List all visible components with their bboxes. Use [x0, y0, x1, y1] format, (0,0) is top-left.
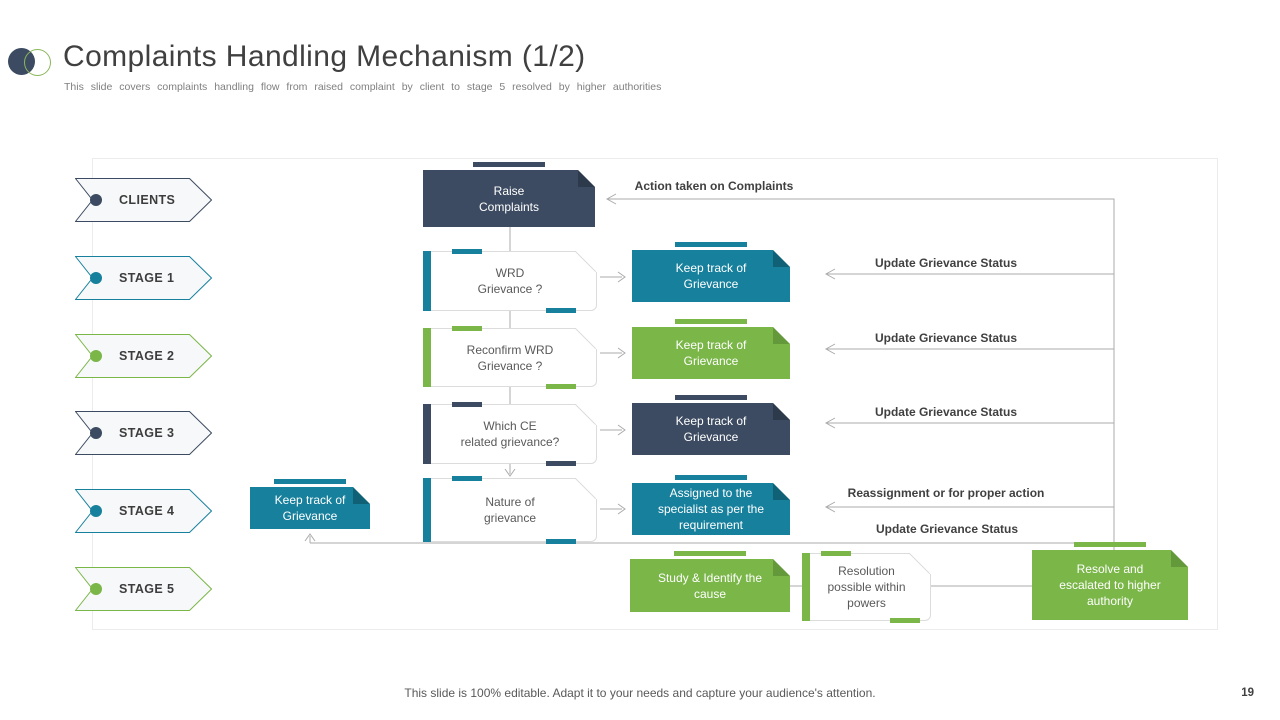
box-label: Keep track of Grievance	[675, 261, 747, 291]
box-label: WRD Grievance ?	[477, 266, 543, 296]
ribbon-stage-2: STAGE 2	[75, 334, 212, 378]
ribbon-label: STAGE 4	[119, 504, 175, 518]
study-identify-cause-box: Study & Identify the cause	[630, 551, 790, 612]
ribbon-dot	[90, 505, 102, 517]
folded-corner	[773, 250, 790, 267]
label-reassignment: Reassignment or for proper action	[847, 486, 1045, 500]
ribbon-stage-5: STAGE 5	[75, 567, 212, 611]
ribbon-dot	[90, 350, 102, 362]
box-label: Keep track of Grievance	[274, 493, 346, 523]
which-ce-grievance-box: Which CE related grievance?	[423, 402, 597, 466]
company-logo	[8, 47, 54, 77]
box-top-tab	[1074, 542, 1146, 547]
resolution-possible-box: Resolution possible within powers	[802, 551, 931, 623]
keep-track-box-stage4: Keep track of Grievance	[250, 479, 370, 529]
page-subtitle: This slide covers complaints handling fl…	[64, 81, 662, 93]
label-update-status-2: Update Grievance Status	[874, 331, 1018, 345]
box-accent-dash	[452, 249, 482, 254]
box-top-tab	[674, 551, 746, 556]
assigned-specialist-box: Assigned to the specialist as per the re…	[632, 475, 790, 535]
folded-corner	[353, 487, 370, 504]
diagram-panel	[92, 158, 1218, 630]
wrd-grievance-box: WRD Grievance ?	[423, 249, 597, 313]
box-accent-dash	[546, 539, 576, 544]
box-label: Reconfirm WRD Grievance ?	[466, 342, 554, 373]
ribbon-label: CLIENTS	[119, 193, 176, 207]
ribbon-label: STAGE 1	[119, 271, 175, 285]
box-accent-bar	[423, 251, 431, 311]
box-accent-dash	[452, 326, 482, 331]
ribbon-dot	[90, 272, 102, 284]
folded-corner	[578, 170, 595, 187]
box-accent-dash	[546, 308, 576, 313]
folded-corner	[773, 559, 790, 576]
ribbon-dot	[90, 583, 102, 595]
box-accent-dash	[546, 384, 576, 389]
ribbon-stage-4: STAGE 4	[75, 489, 212, 533]
reconfirm-wrd-box: Reconfirm WRD Grievance ?	[423, 326, 597, 389]
ribbon-dot	[90, 427, 102, 439]
box-accent-dash	[890, 618, 920, 623]
raise-complaints-box: Raise Complaints	[423, 162, 595, 227]
folded-corner	[773, 327, 790, 344]
box-top-tab	[675, 395, 747, 400]
ribbon-stage-3: STAGE 3	[75, 411, 212, 455]
folded-corner	[773, 403, 790, 420]
keep-track-box-stage3: Keep track of Grievance	[632, 395, 790, 455]
box-top-tab	[675, 319, 747, 324]
folded-corner	[773, 483, 790, 500]
folded-corner	[1171, 550, 1188, 567]
label-update-status-4: Update Grievance Status	[875, 522, 1019, 536]
ribbon-label: STAGE 2	[119, 349, 175, 363]
box-accent-bar	[802, 553, 810, 621]
box-accent-bar	[423, 404, 431, 464]
box-label: Keep track of Grievance	[675, 414, 747, 444]
ribbon-label: STAGE 3	[119, 426, 175, 440]
ribbon-stage-1: STAGE 1	[75, 256, 212, 300]
box-top-tab	[473, 162, 545, 167]
resolve-escalated-box: Resolve and escalated to higher authorit…	[1032, 542, 1188, 620]
ribbon-label: STAGE 5	[119, 582, 175, 596]
page-number: 19	[1241, 687, 1254, 699]
box-top-tab	[274, 479, 346, 484]
box-accent-bar	[423, 328, 431, 387]
box-top-tab	[675, 242, 747, 247]
box-accent-dash	[452, 476, 482, 481]
box-label: Which CE related grievance?	[460, 419, 560, 449]
box-accent-dash	[546, 461, 576, 466]
box-accent-bar	[423, 478, 431, 542]
ribbon-clients: CLIENTS	[75, 178, 212, 222]
label-update-status-1: Update Grievance Status	[874, 256, 1018, 270]
keep-track-box-stage1: Keep track of Grievance	[632, 242, 790, 302]
editable-note: This slide is 100% editable. Adapt it to…	[404, 686, 876, 700]
nature-of-grievance-box: Nature of grievance	[423, 476, 597, 544]
box-label: Keep track of Grievance	[675, 338, 747, 368]
box-label: Resolution possible within powers	[827, 564, 906, 610]
label-update-status-3: Update Grievance Status	[874, 405, 1018, 419]
box-accent-dash	[452, 402, 482, 407]
box-label: Study & Identify the cause	[657, 570, 763, 601]
keep-track-box-stage2: Keep track of Grievance	[632, 319, 790, 379]
page-title: Complaints Handling Mechanism (1/2)	[63, 40, 586, 73]
ribbon-dot	[90, 194, 102, 206]
box-label: Raise Complaints	[478, 183, 540, 214]
box-top-tab	[675, 475, 747, 480]
box-label: Nature of grievance	[483, 495, 537, 525]
label-action-taken: Action taken on Complaints	[634, 179, 794, 193]
box-accent-dash	[821, 551, 851, 556]
box-label: Resolve and escalated to higher authorit…	[1059, 562, 1161, 608]
box-label: Assigned to the specialist as per the re…	[657, 486, 765, 532]
logo-circle-outline	[24, 49, 51, 76]
